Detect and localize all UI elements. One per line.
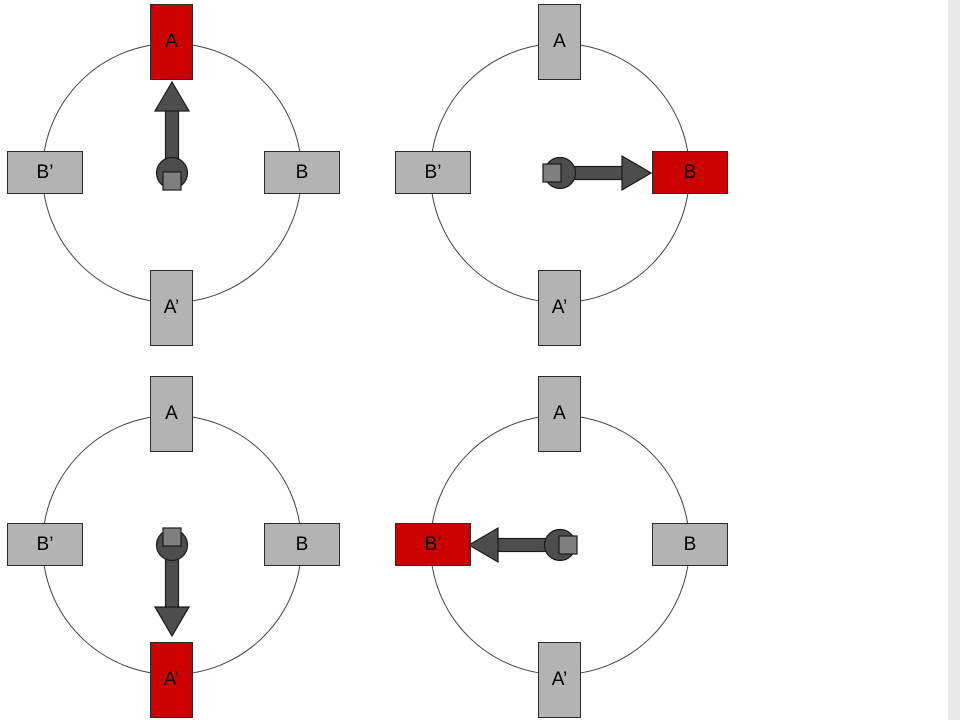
phase-panel-1: A B’ B A’ xyxy=(0,0,348,352)
pad-a-prime: A’ xyxy=(538,642,581,718)
pad-a-prime: A’ xyxy=(538,270,581,346)
pad-a: A xyxy=(150,4,193,80)
pad-b-prime: B’ xyxy=(395,151,471,194)
pad-label: B’ xyxy=(424,533,442,555)
pad-b: B xyxy=(264,523,340,566)
pad-a-prime: A’ xyxy=(150,270,193,346)
pad-a-prime: A’ xyxy=(150,642,193,718)
pad-label: B’ xyxy=(424,161,442,183)
pad-b-prime: B’ xyxy=(395,523,471,566)
pad-label: A’ xyxy=(551,297,568,318)
right-gutter xyxy=(948,0,960,720)
pad-label: B xyxy=(295,533,309,555)
pad-a: A xyxy=(538,376,581,452)
rotor-arrow-icon xyxy=(153,527,191,638)
pad-label: B’ xyxy=(36,533,54,555)
phase-panel-3: A B’ B A’ xyxy=(0,372,348,720)
pad-label: B xyxy=(683,533,697,555)
pad-a: A xyxy=(538,4,581,80)
phase-panel-2: A B’ B A’ xyxy=(388,0,736,352)
pad-b-prime: B’ xyxy=(7,151,83,194)
rotor-arrow-icon xyxy=(467,526,578,564)
pad-b: B xyxy=(652,523,728,566)
pad-label: A’ xyxy=(163,297,180,318)
pad-label: A xyxy=(165,403,178,424)
pad-b: B xyxy=(652,151,728,194)
pad-b-prime: B’ xyxy=(7,523,83,566)
pad-a: A xyxy=(150,376,193,452)
rotor-arrow-icon xyxy=(542,154,653,192)
pad-label: A xyxy=(553,31,566,52)
phase-panel-4: A B’ B A’ xyxy=(388,372,736,720)
pad-label: A’ xyxy=(163,669,180,690)
pad-label: A’ xyxy=(551,669,568,690)
pad-label: B xyxy=(683,161,697,183)
pad-label: B’ xyxy=(36,161,54,183)
pad-label: A xyxy=(553,403,566,424)
pad-label: A xyxy=(165,31,178,52)
rotor-arrow-icon xyxy=(153,80,191,191)
pad-b: B xyxy=(264,151,340,194)
pad-label: B xyxy=(295,161,309,183)
